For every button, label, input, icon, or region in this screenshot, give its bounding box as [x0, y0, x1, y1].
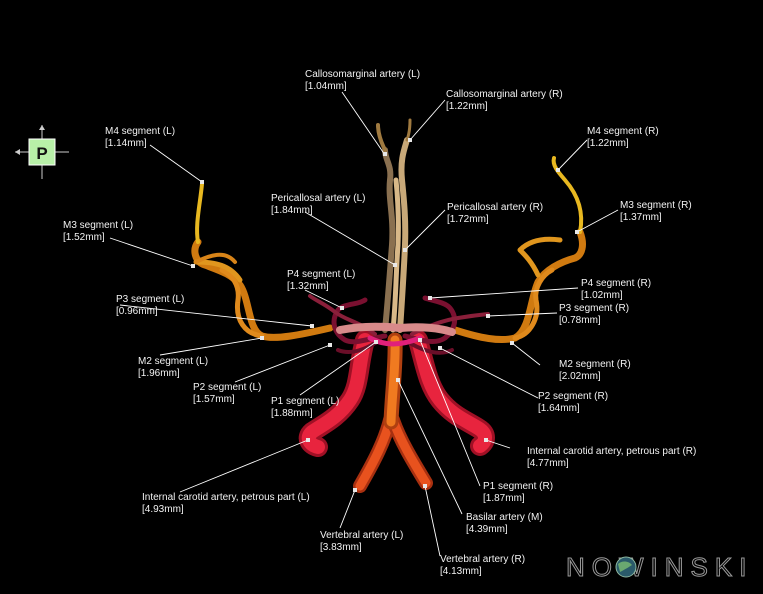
label-ica-petrous-right: Internal carotid artery, petrous part (R…: [527, 446, 697, 469]
label-basilar: Basilar artery (M)[4.39mm]: [466, 512, 543, 535]
label-ica-petrous-left: Internal carotid artery, petrous part (L…: [142, 492, 310, 515]
label-vertebral-left: Vertebral artery (L)[3.83mm]: [320, 530, 404, 553]
leader-endpoints: [191, 138, 579, 492]
mca-left: [191, 182, 334, 341]
leader-lines: [109, 91, 619, 557]
label-vertebral-right: Vertebral artery (R)[4.13mm]: [440, 554, 526, 577]
label-p4-left: P4 segment (L)[1.32mm]: [287, 269, 356, 292]
vertebral-arteries: [353, 413, 433, 493]
label-pericallosal-right: Pericallosal artery (R)[1.72mm]: [447, 202, 544, 225]
carotid-right: [408, 330, 495, 456]
label-p4-right: P4 segment (R)[1.02mm]: [581, 278, 652, 301]
label-p1-right: P1 segment (R)[1.87mm]: [483, 481, 554, 504]
label-pericallosal-left: Pericallosal artery (L)[1.84mm]: [271, 193, 366, 216]
view-letter: P: [36, 144, 47, 163]
label-p2-right: P2 segment (R)[1.64mm]: [538, 391, 609, 414]
view-orientation-cube[interactable]: P: [15, 125, 69, 179]
anterior-cerebral: [376, 118, 412, 333]
label-m4-right: M4 segment (R)[1.22mm]: [587, 126, 659, 149]
brand-text: NOWINSKI: [566, 552, 748, 582]
basilar-artery: [383, 332, 403, 430]
label-m4-left: M4 segment (L)[1.14mm]: [105, 126, 176, 149]
label-callosomarginal-right: Callosomarginal artery (R)[1.22mm]: [446, 89, 563, 112]
label-callosomarginal-left: Callosomarginal artery (L)[1.04mm]: [305, 69, 421, 92]
label-m2-left: M2 segment (L)[1.96mm]: [138, 356, 209, 379]
label-p3-left: P3 segment (L)[0.96mm]: [116, 294, 185, 317]
label-m2-right: M2 segment (R)[2.02mm]: [559, 359, 631, 382]
label-m3-left: M3 segment (L)[1.52mm]: [63, 220, 134, 243]
mca-right: [451, 156, 586, 344]
label-p3-right: P3 segment (R)[0.78mm]: [559, 303, 630, 326]
brand-watermark: NOWINSKI: [566, 552, 748, 582]
label-p1-left: P1 segment (L)[1.88mm]: [271, 396, 340, 419]
circle-of-willis: [336, 322, 456, 347]
label-m3-right: M3 segment (R)[1.37mm]: [620, 200, 692, 223]
label-p2-left: P2 segment (L)[1.57mm]: [193, 382, 262, 405]
